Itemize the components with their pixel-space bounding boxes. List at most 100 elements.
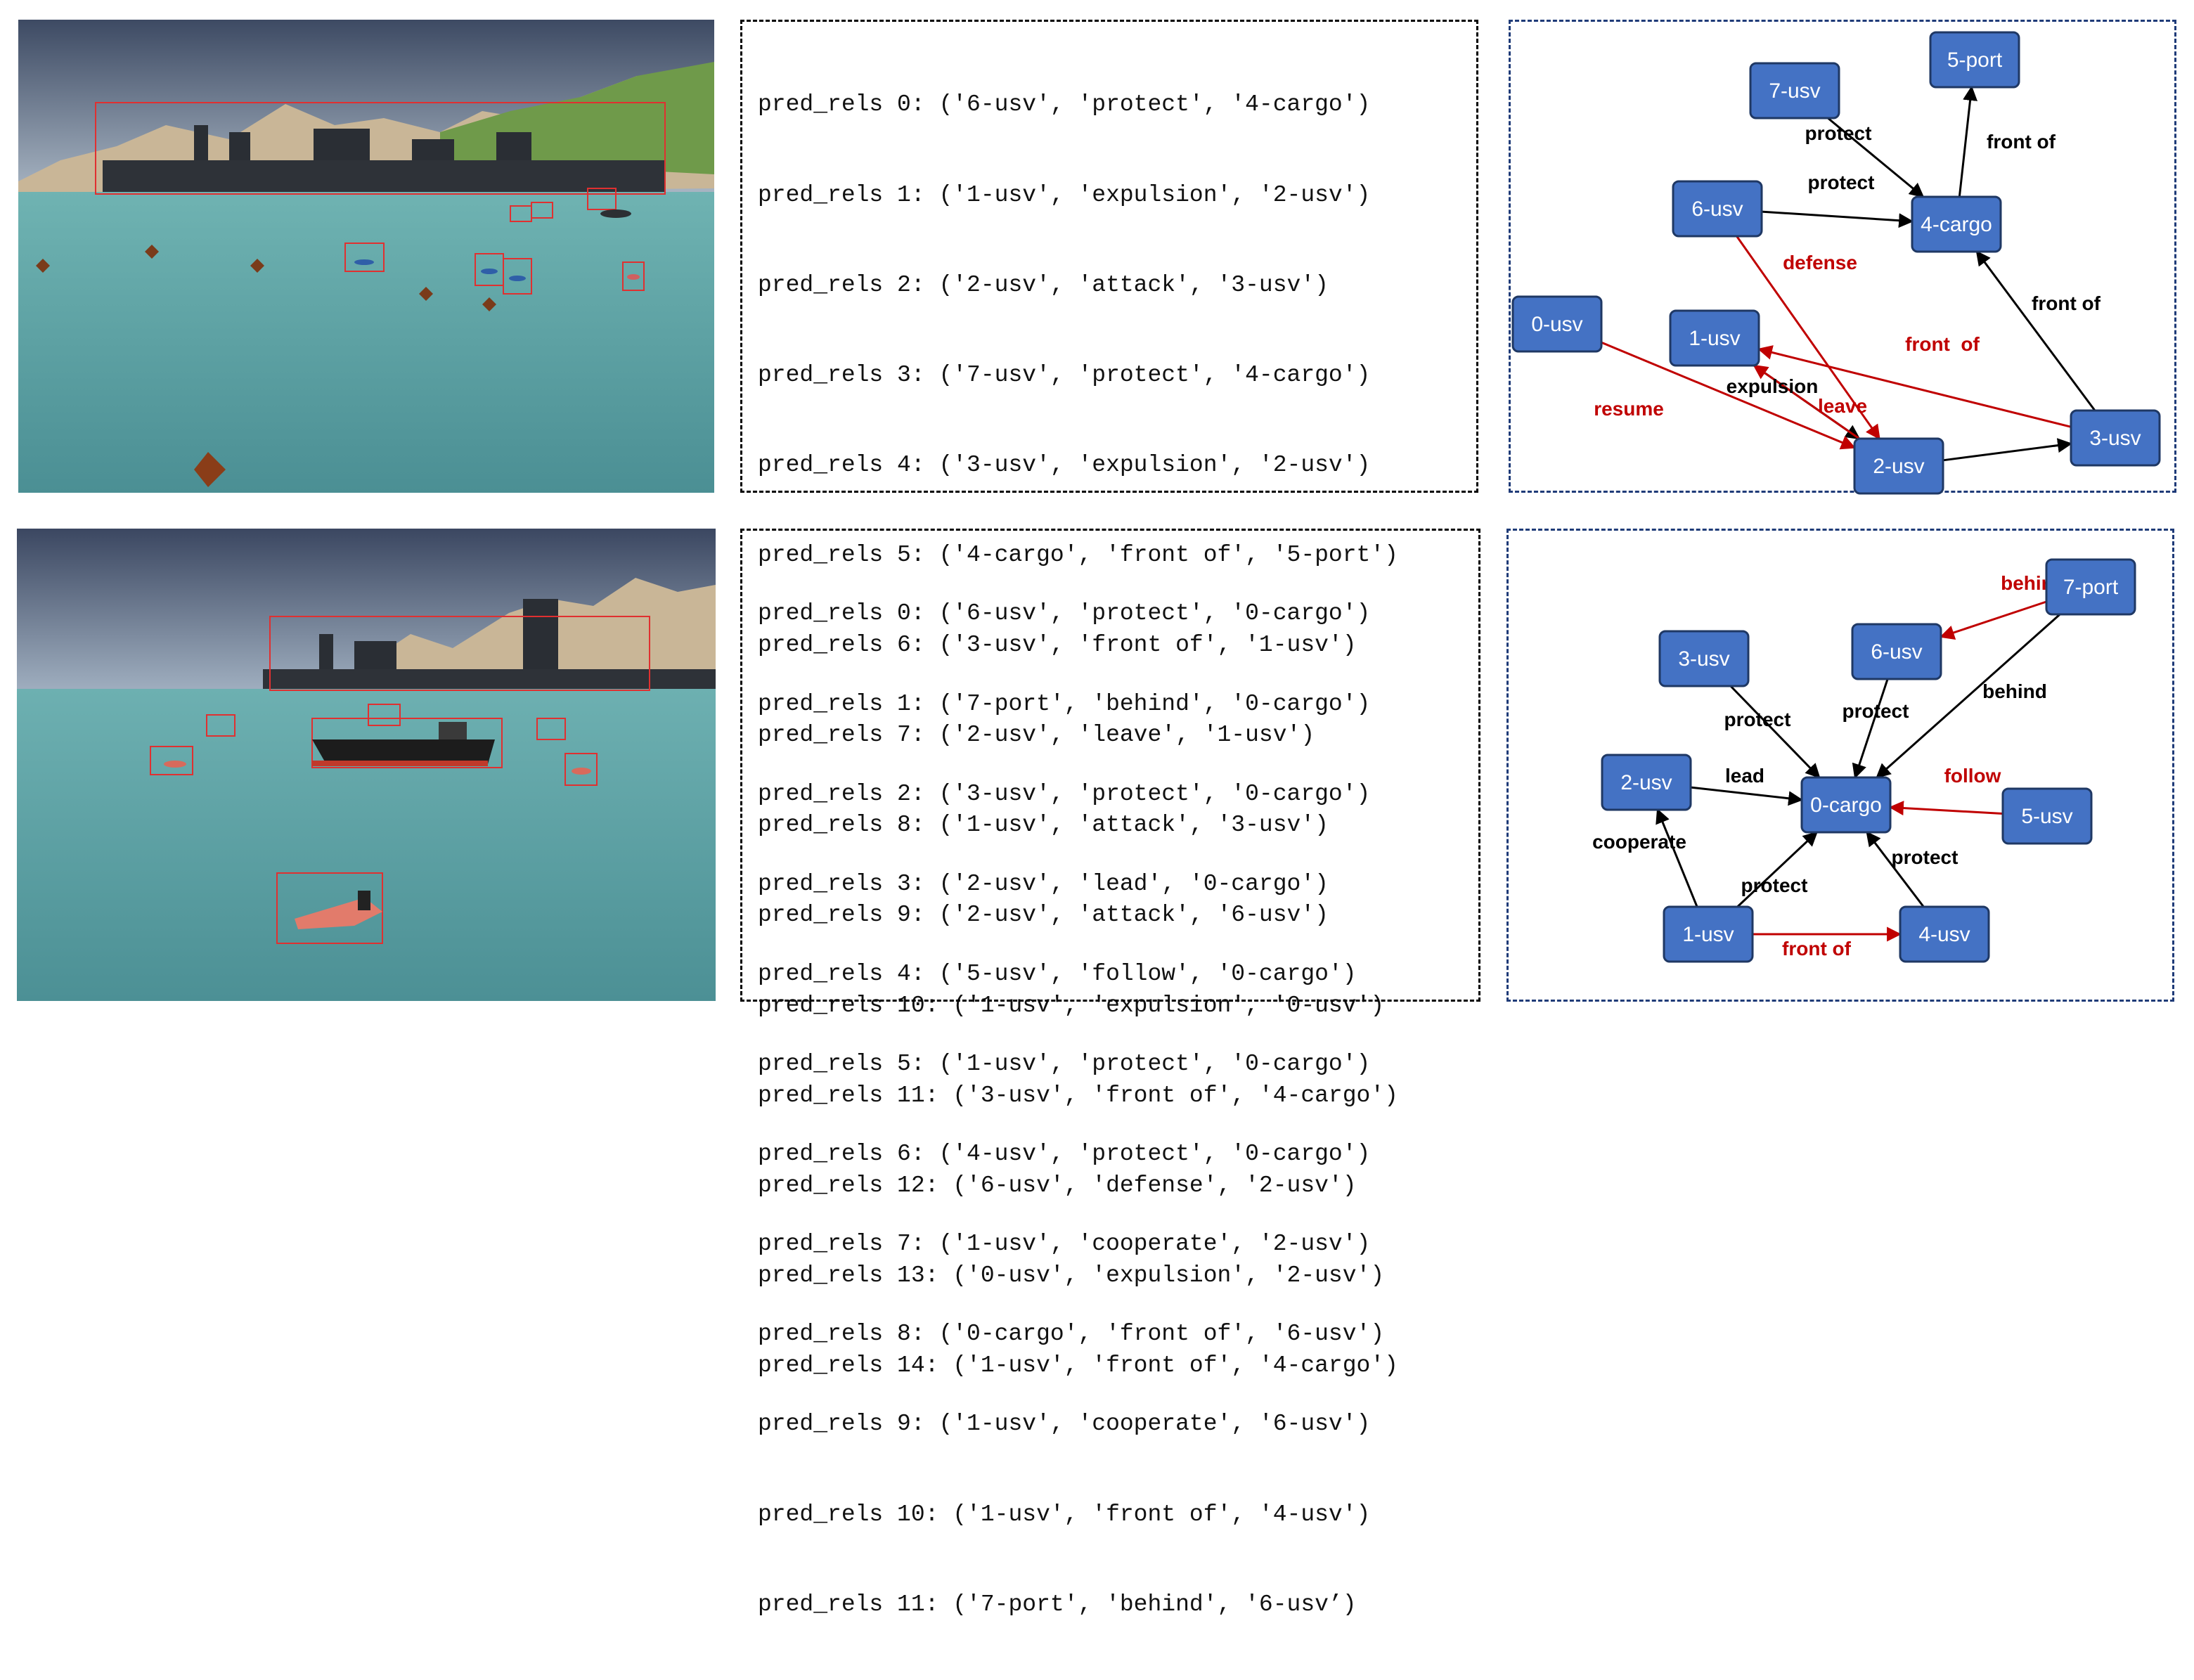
relation-line: pred_rels 5: ('4-cargo', 'front of', '5-… [758,541,1398,568]
edge-label: protect [1805,122,1872,144]
relation-line: pred_rels 9: ('1-usv', 'cooperate', '6-u… [758,1411,1371,1437]
node-1-usv: 1-usv [1669,309,1760,367]
edge-7-usv-4-cargo [1827,117,1925,198]
node-2-usv: 2-usv [1601,754,1692,811]
relation-line: pred_rels 7: ('1-usv', 'cooperate', '2-u… [758,1231,1371,1258]
edge-label: front of [1987,131,2056,153]
harbor-scene-icon [18,20,714,493]
edge-label: behind [1982,680,2047,702]
node-6-usv: 6-usv [1672,180,1763,238]
edge-1-usv-2-usv [1656,808,1698,907]
relation-line: pred_rels 4: ('5-usv', 'follow', '0-carg… [758,960,1357,987]
node-label: 1-usv [1689,327,1740,350]
edge-label: protect [1741,874,1808,896]
edge-7-port-0-cargo [1876,613,2061,779]
relation-line: pred_rels 3: ('2-usv', 'lead', '0-cargo'… [758,870,1329,897]
scene-graph-1: protect front of protect front of defense fro… [1509,20,2176,495]
relation-line: pred_rels 1: ('7-port', 'behind', '0-car… [758,690,1371,717]
relation-line: pred_rels 2: ('2-usv', 'attack', '3-usv'… [758,271,1329,298]
edge-label: front of [2032,292,2101,314]
relation-line: pred_rels 0: ('6-usv', 'protect', '0-car… [758,600,1371,627]
edge-label: expulsion [1727,375,1819,397]
node-label: 5-usv [2021,805,2072,828]
node-label: 7-port [2063,576,2119,599]
scene-graph-canvas: protect front of protect front of defense fro… [1511,31,2161,495]
node-7-usv: 7-usv [1749,62,1840,119]
edge-label: front of [1782,938,1852,959]
node-label: 4-usv [1918,923,1970,946]
edge-4-usv-0-cargo [1866,831,1925,907]
harbor-cargo-scene-icon [17,529,716,1001]
edge-label: protect [1724,709,1791,730]
edge-6-usv-2-usv [1736,235,1880,440]
node-label: 0-cargo [1810,794,1882,817]
scene-photo-2 [17,529,716,1001]
edge-label: follow [1944,765,2001,787]
relation-line: pred_rels 0: ('6-usv', 'protect', '4-car… [758,91,1371,118]
relation-line: pred_rels 10: ('1-usv', 'front of', '4-u… [758,1501,1371,1527]
node-label: 5-port [1947,49,2003,72]
edge-3-usv-0-cargo [1729,685,1821,779]
relations-list-2: pred_rels 0: ('6-usv', 'protect', '0-car… [740,529,1480,1617]
relation-line: pred_rels 7: ('2-usv', 'leave', '1-usv') [758,722,1315,749]
edge-label: lead [1725,765,1764,787]
edge-label: resume [1594,398,1664,420]
node-label: 7-usv [1769,79,1820,103]
edge-4-cargo-5-port [1958,85,1978,198]
node-label: 2-usv [1873,455,1924,478]
edge-2-usv-0-cargo [1690,786,1804,806]
relation-line: pred_rels 5: ('1-usv', 'protect', '0-car… [758,1050,1371,1077]
node-1-usv: 1-usv [1663,905,1754,963]
edge-7-port-6-usv [1940,600,2047,640]
node-2-usv: 2-usv [1853,437,1944,495]
relations-list-1: pred_rels 0: ('6-usv', 'protect', '4-car… [740,20,1478,1378]
node-3-usv: 3-usv [2070,409,2161,467]
relation-line: pred_rels 4: ('3-usv', 'expulsion', '2-u… [758,451,1371,478]
edge-6-usv-0-cargo [1852,678,1889,779]
relation-line: pred_rels 11: ('7-port', 'behind', '6-us… [758,1591,1357,1617]
node-0-usv: 0-usv [1511,295,1603,353]
edge-label: protect [1892,846,1959,868]
node-6-usv: 6-usv [1851,623,1942,680]
edge-3-usv-1-usv [1757,345,2072,428]
relations-lines: pred_rels 0: ('6-usv', 'protect', '0-car… [758,539,1384,1680]
edge-label: protect [1808,172,1875,193]
node-3-usv: 3-usv [1658,630,1750,687]
node-label: 6-usv [1691,198,1743,221]
edge-2-usv-3-usv [1942,438,2073,462]
node-4-cargo: 4-cargo [1911,195,2002,253]
edge-3-usv-4-cargo [1975,250,2096,411]
node-5-port: 5-port [1929,31,2020,89]
edge-2-usv-1-usv [1753,364,1860,440]
node-label: 0-usv [1531,313,1582,336]
relation-line: pred_rels 1: ('1-usv', 'expulsion', '2-u… [758,181,1371,208]
node-label: 4-cargo [1921,213,1992,236]
node-label: 3-usv [1678,647,1729,671]
edge-0-usv-2-usv [1601,341,1856,450]
node-4-usv: 4-usv [1899,905,1990,963]
relation-line: pred_rels 8: ('1-usv', 'attack', '3-usv'… [758,812,1329,839]
node-0-cargo: 0-cargo [1800,776,1892,834]
edge-label: front of [1905,333,1980,355]
relation-line: pred_rels 6: ('4-usv', 'protect', '0-car… [758,1141,1371,1168]
scene-photo-1 [18,20,714,493]
node-label: 1-usv [1682,923,1734,946]
relation-line: pred_rels 6: ('3-usv', 'front of', '1-us… [758,632,1357,659]
edge-label: defense [1783,252,1857,273]
node-label: 6-usv [1871,640,1922,664]
node-label: 2-usv [1620,771,1672,794]
edge-label: leave [1818,395,1867,417]
edge-1-usv-0-cargo [1736,831,1818,908]
relation-line: pred_rels 9: ('2-usv', 'attack', '6-usv'… [758,902,1329,929]
node-5-usv: 5-usv [2001,787,2093,845]
edge-6-usv-4-cargo [1761,210,1914,228]
edge-label: protect [1843,700,1909,722]
relation-line: pred_rels 3: ('7-usv', 'protect', '4-car… [758,361,1371,388]
edge-label: cooperate [1592,831,1686,853]
node-7-port: 7-port [2045,558,2136,616]
relation-line: pred_rels 8: ('0-cargo', 'front of', '6-… [758,1321,1385,1348]
node-label: 3-usv [2089,427,2141,450]
edge-5-usv-0-cargo [1888,801,2003,816]
